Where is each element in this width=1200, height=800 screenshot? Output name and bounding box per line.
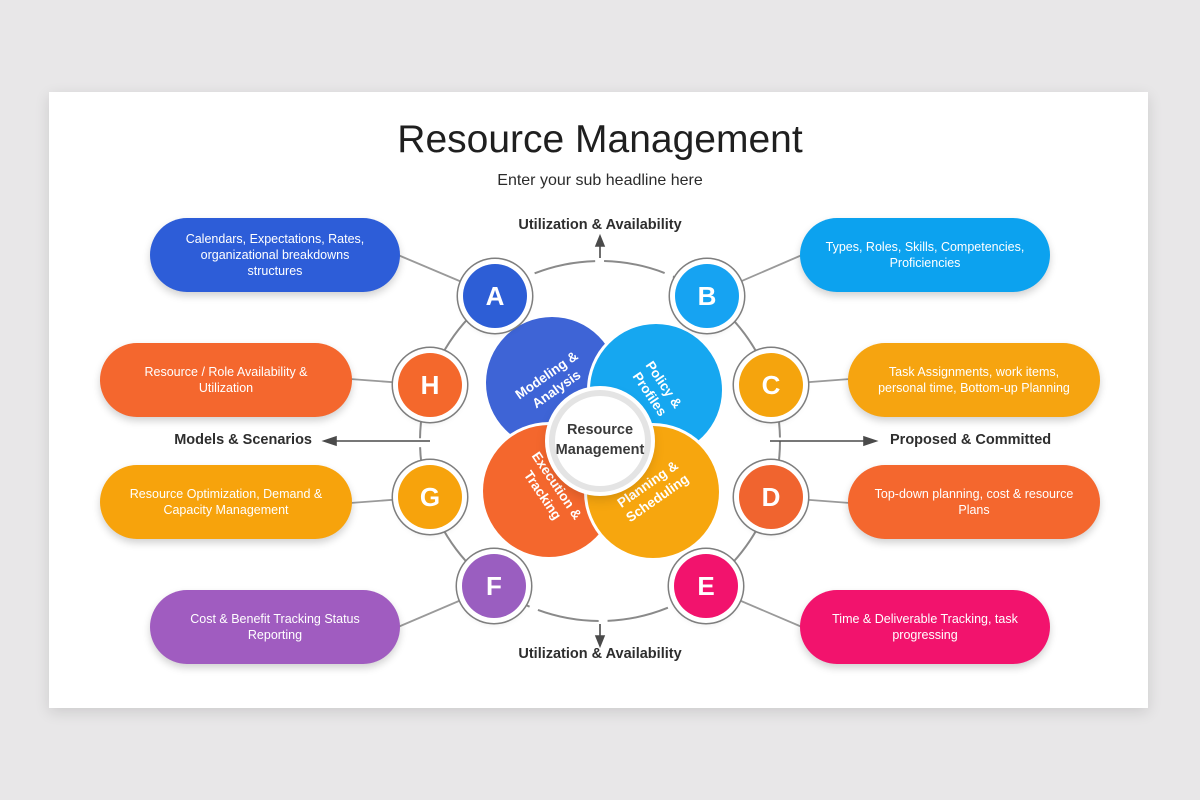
arrow-up-icon: [594, 233, 606, 258]
pill-resource-optimization-label: Resource Optimization, Demand & Capacity…: [129, 486, 323, 517]
node-g: G: [398, 465, 462, 529]
pill-cost-benefit: Cost & Benefit Tracking Status Reporting: [150, 590, 400, 664]
page-subtitle: Enter your sub headline here: [497, 172, 703, 189]
node-a: A: [463, 264, 527, 328]
node-d-letter: D: [761, 481, 781, 512]
arrow-down-icon: [594, 624, 606, 649]
node-g-letter: G: [419, 481, 441, 512]
node-h: H: [398, 353, 462, 417]
axis-label-left: Models & Scenarios: [174, 432, 312, 448]
pill-resource-role-label: Resource / Role Availability & Utilizati…: [144, 364, 308, 395]
node-b-letter: B: [697, 280, 717, 311]
center-hub-label: Resource Management: [555, 422, 645, 458]
pill-resource-optimization: Resource Optimization, Demand & Capacity…: [100, 465, 352, 539]
node-f: F: [462, 554, 526, 618]
arrow-right-icon: [770, 435, 879, 447]
pill-time-deliverable: Time & Deliverable Tracking, task progre…: [800, 590, 1050, 664]
center-hub: Resource Management: [549, 390, 651, 492]
node-e: E: [674, 554, 738, 618]
pill-top-down-planning: Top-down planning, cost & resource Plans: [848, 465, 1100, 539]
pill-resource-role: Resource / Role Availability & Utilizati…: [100, 343, 352, 417]
axis-label-top: Utilization & Availability: [518, 217, 682, 233]
node-b: B: [675, 264, 739, 328]
node-c: C: [739, 353, 803, 417]
pill-task-assignments-label: Task Assignments, work items, personal t…: [878, 364, 1070, 395]
pill-task-assignments: Task Assignments, work items, personal t…: [848, 343, 1100, 417]
pill-types-roles-label: Types, Roles, Skills, Competencies, Prof…: [825, 239, 1025, 270]
axis-label-bottom: Utilization & Availability: [518, 646, 682, 662]
node-h-letter: H: [420, 369, 440, 400]
node-a-letter: A: [485, 280, 505, 311]
arrow-left-icon: [321, 435, 430, 447]
pill-cost-benefit-label: Cost & Benefit Tracking Status Reporting: [190, 611, 360, 642]
pill-top-down-planning-label: Top-down planning, cost & resource Plans: [874, 486, 1074, 517]
pill-calendars-label: Calendars, Expectations, Rates, organiza…: [185, 231, 365, 279]
node-d: D: [739, 465, 803, 529]
pill-calendars: Calendars, Expectations, Rates, organiza…: [150, 218, 400, 292]
node-e-letter: E: [697, 570, 715, 601]
node-f-letter: F: [486, 570, 502, 601]
node-c-letter: C: [761, 369, 781, 400]
pill-types-roles: Types, Roles, Skills, Competencies, Prof…: [800, 218, 1050, 292]
page-title: Resource Management: [397, 118, 803, 161]
pill-time-deliverable-label: Time & Deliverable Tracking, task progre…: [832, 611, 1018, 642]
axis-label-right: Proposed & Committed: [890, 432, 1052, 448]
